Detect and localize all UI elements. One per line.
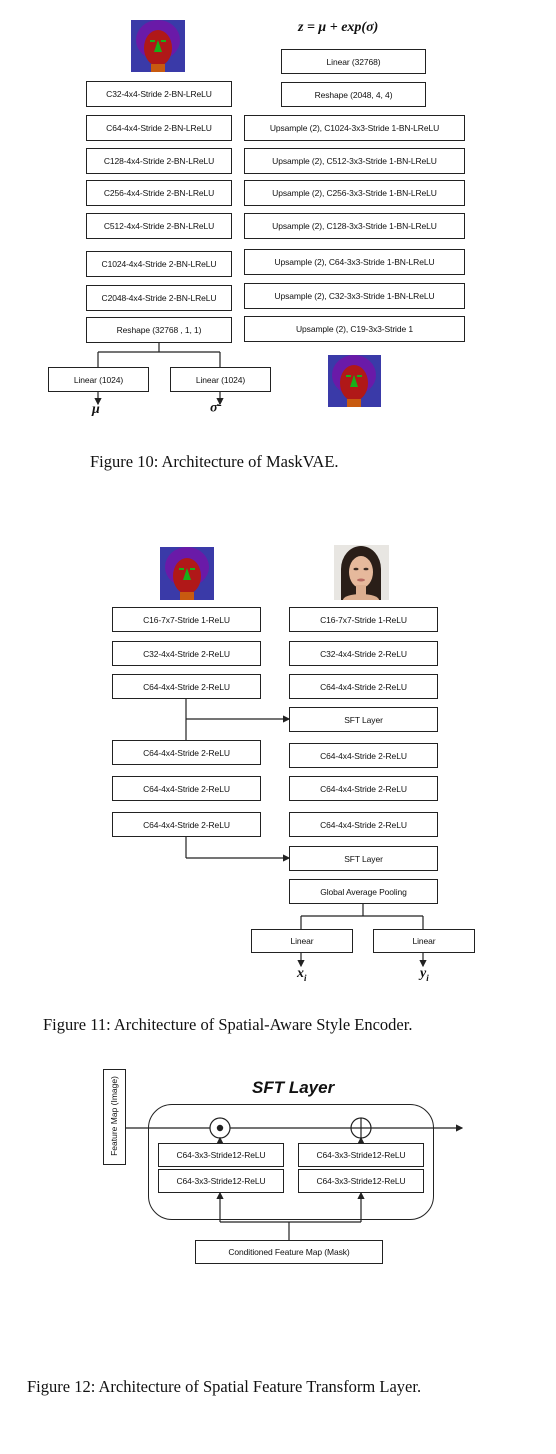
caption-fig11: Figure 11: Architecture of Spatial-Aware… xyxy=(43,1015,413,1034)
left-block-2: C32-4x4-Stride 2-ReLU xyxy=(112,641,261,666)
conditioned-feature-map: Conditioned Feature Map (Mask) xyxy=(195,1240,383,1264)
output-x: xi xyxy=(297,966,307,983)
dec-block-2: Upsample (2), C512-3x3-Stride 1-BN-LReLU xyxy=(244,148,465,174)
enc-block-2: C64-4x4-Stride 2-BN-LReLU xyxy=(86,115,232,141)
enc-reshape: Reshape (32768 , 1, 1) xyxy=(86,317,232,343)
dec-block-5: Upsample (2), C64-3x3-Stride 1-BN-LReLU xyxy=(244,249,465,275)
output-mu: μ xyxy=(92,402,100,417)
right-block-1: C16-7x7-Stride 1-ReLU xyxy=(289,607,438,632)
right-sft-layer-1: SFT Layer xyxy=(289,707,438,732)
enc-block-6: C1024-4x4-Stride 2-BN-LReLU xyxy=(86,251,232,277)
dec-linear: Linear (32768) xyxy=(281,49,426,74)
left-block-1: C16-7x7-Stride 1-ReLU xyxy=(112,607,261,632)
enc-block-5: C512-4x4-Stride 2-BN-LReLU xyxy=(86,213,232,239)
face-photo xyxy=(334,545,389,600)
global-average-pooling: Global Average Pooling xyxy=(289,879,438,904)
mask-input-image xyxy=(131,20,185,72)
latent-equation: z = μ + exp(σ) xyxy=(298,20,379,35)
head-sigma: Linear (1024) xyxy=(170,367,271,392)
left-block-5: C64-4x4-Stride 2-ReLU xyxy=(112,776,261,801)
caption-fig10: Figure 10: Architecture of MaskVAE. xyxy=(90,452,339,471)
right-block-3: C64-4x4-Stride 2-ReLU xyxy=(289,674,438,699)
head-y-linear: Linear xyxy=(373,929,475,953)
right-block-6: C64-4x4-Stride 2-ReLU xyxy=(289,812,438,837)
enc-block-1: C32-4x4-Stride 2-BN-LReLU xyxy=(86,81,232,107)
mask-output-image xyxy=(328,355,381,407)
left-block-3: C64-4x4-Stride 2-ReLU xyxy=(112,674,261,699)
dec-block-1: Upsample (2), C1024-3x3-Stride 1-BN-LReL… xyxy=(244,115,465,141)
caption-fig12: Figure 12: Architecture of Spatial Featu… xyxy=(27,1377,422,1396)
output-y: yi xyxy=(420,966,429,983)
dec-block-6: Upsample (2), C32-3x3-Stride 1-BN-LReLU xyxy=(244,283,465,309)
head-mu: Linear (1024) xyxy=(48,367,149,392)
left-block-6: C64-4x4-Stride 2-ReLU xyxy=(112,812,261,837)
dec-block-7: Upsample (2), C19-3x3-Stride 1 xyxy=(244,316,465,342)
enc-block-3: C128-4x4-Stride 2-BN-LReLU xyxy=(86,148,232,174)
left-block-4: C64-4x4-Stride 2-ReLU xyxy=(112,740,261,765)
head-x-linear: Linear xyxy=(251,929,353,953)
left-conv-2: C64-3x3-Stride12-ReLU xyxy=(158,1169,284,1193)
enc-block-4: C256-4x4-Stride 2-BN-LReLU xyxy=(86,180,232,206)
mask-image xyxy=(160,547,214,600)
right-block-5: C64-4x4-Stride 2-ReLU xyxy=(289,776,438,801)
dec-block-4: Upsample (2), C128-3x3-Stride 1-BN-LReLU xyxy=(244,213,465,239)
dec-reshape: Reshape (2048, 4, 4) xyxy=(281,82,426,107)
feature-map-input xyxy=(103,1069,126,1165)
right-block-4: C64-4x4-Stride 2-ReLU xyxy=(289,743,438,768)
right-sft-layer-2: SFT Layer xyxy=(289,846,438,871)
multiply-dot xyxy=(216,1124,224,1132)
sft-title: SFT Layer xyxy=(252,1078,335,1097)
sft-container xyxy=(148,1104,434,1220)
right-block-2: C32-4x4-Stride 2-ReLU xyxy=(289,641,438,666)
dec-block-3: Upsample (2), C256-3x3-Stride 1-BN-LReLU xyxy=(244,180,465,206)
enc-block-7: C2048-4x4-Stride 2-BN-LReLU xyxy=(86,285,232,311)
